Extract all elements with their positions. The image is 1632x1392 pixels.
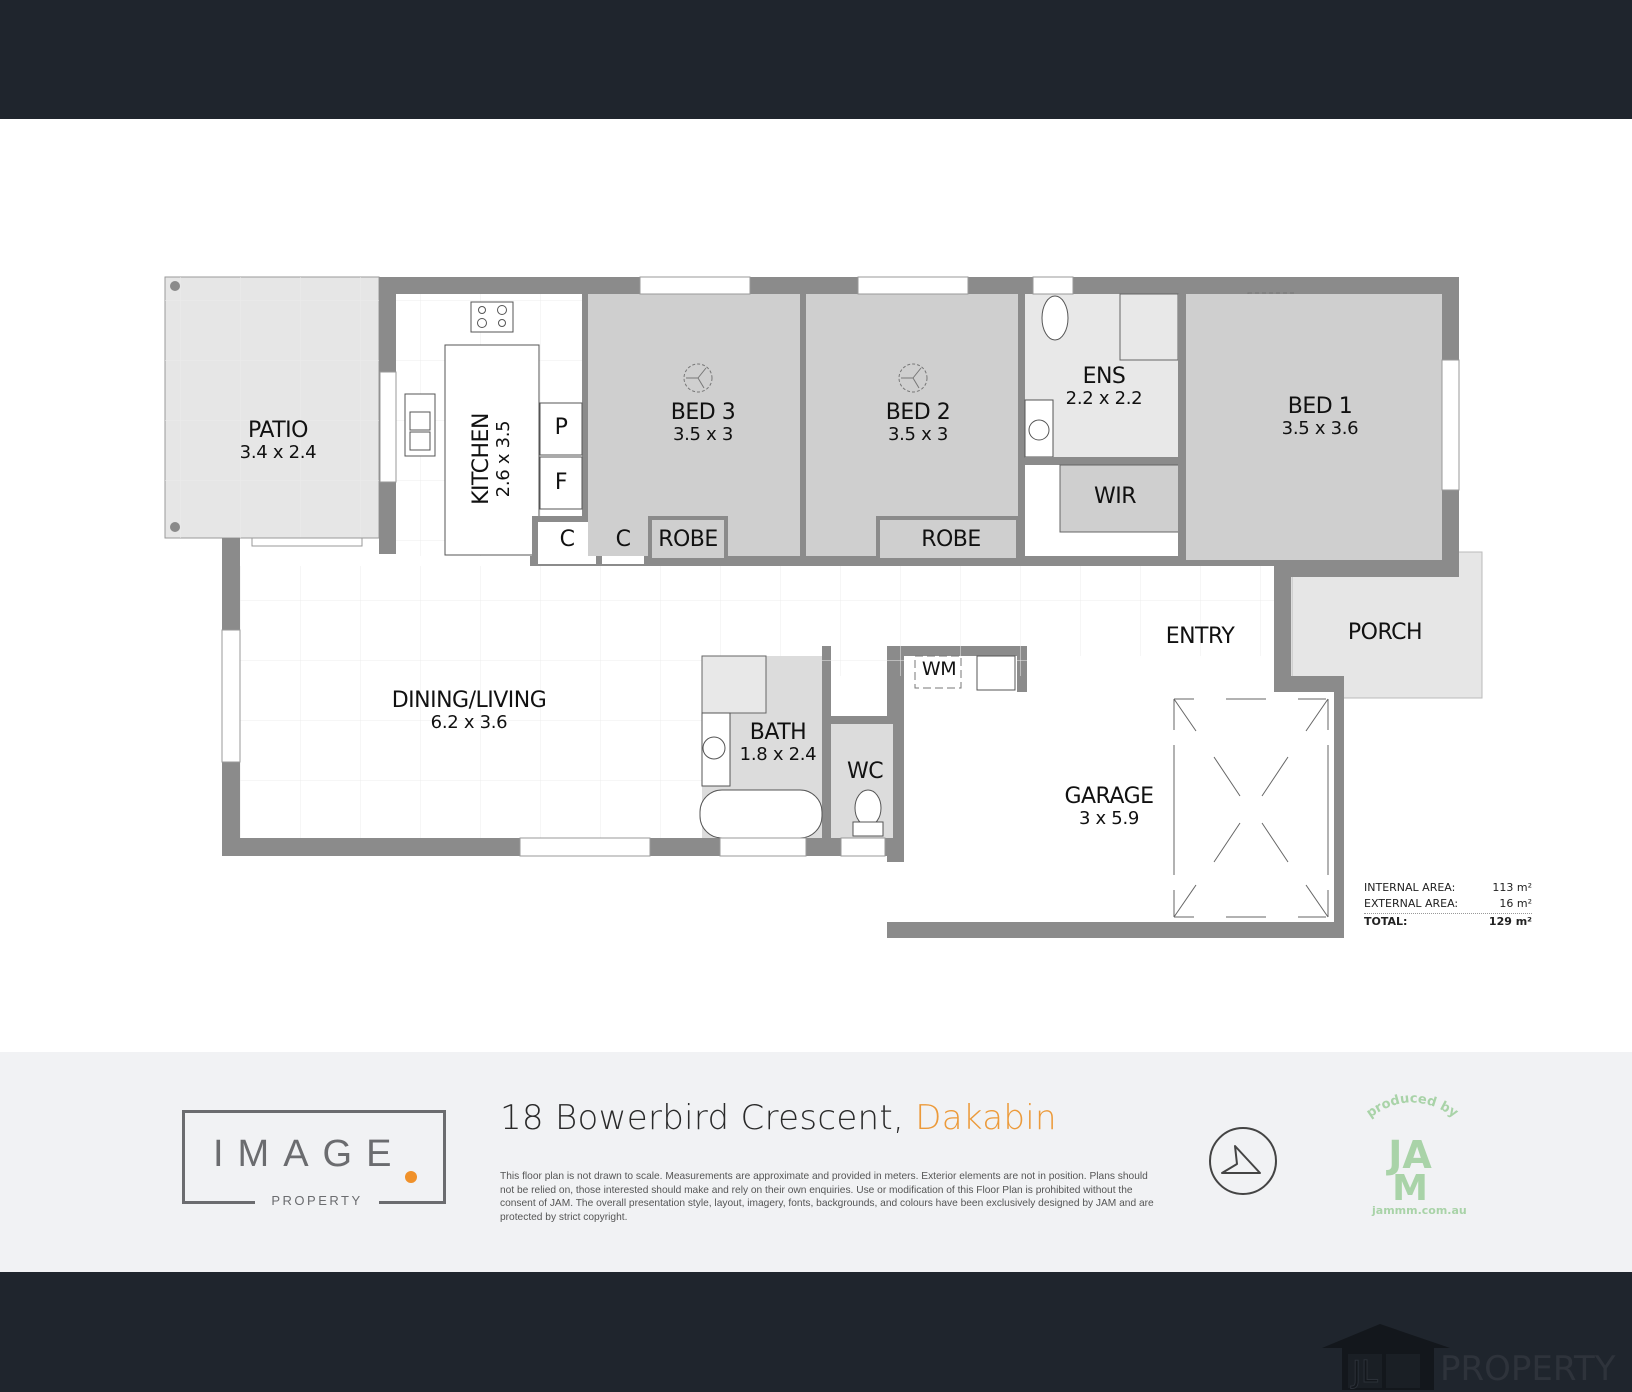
footer bbox=[0, 1052, 1632, 1272]
room-label-bed3: BED 3 3.5 x 3 bbox=[643, 400, 763, 446]
internal-area-row: INTERNAL AREA: 113 m² bbox=[1364, 880, 1532, 896]
external-area-row: EXTERNAL AREA: 16 m² bbox=[1364, 896, 1532, 912]
svg-text:M: M bbox=[1392, 1168, 1428, 1209]
room-label-dining-living: DINING/LIVING 6.2 x 3.6 bbox=[369, 688, 569, 734]
room-name: BATH bbox=[749, 720, 807, 745]
room-dims: 2.6 x 3.5 bbox=[493, 420, 515, 498]
pantry-label: P bbox=[554, 415, 568, 440]
disclaimer-text: This floor plan is not drawn to scale. M… bbox=[500, 1171, 1154, 1223]
external-area-value: 16 m² bbox=[1499, 897, 1532, 910]
svg-text:JL: JL bbox=[1350, 1355, 1378, 1390]
wc-room bbox=[831, 724, 893, 838]
jl-property-logo: JL PROPERTY bbox=[1322, 1324, 1616, 1390]
room-name: ENS bbox=[1082, 364, 1126, 389]
robe-label: ROBE bbox=[658, 527, 718, 552]
room-label-patio: PATIO 3.4 x 2.4 bbox=[218, 418, 338, 464]
svg-text:produced by: produced by bbox=[1364, 1091, 1460, 1121]
jam-url: jammm.com.au bbox=[1372, 1204, 1467, 1217]
jam-producer-logo: produced by JA M bbox=[1364, 1091, 1460, 1209]
wc-label: WC bbox=[846, 759, 884, 784]
room-label-bed1: BED 1 3.5 x 3.6 bbox=[1260, 394, 1380, 440]
ensuite-room: A/C bbox=[1024, 276, 1295, 458]
entry-label: ENTRY bbox=[1165, 624, 1235, 649]
cupboard-label: C bbox=[615, 527, 631, 552]
room-label-kitchen: KITCHEN 2.6 x 3.5 bbox=[469, 399, 515, 519]
room-dims: 3 x 5.9 bbox=[1078, 808, 1140, 830]
svg-text:PROPERTY: PROPERTY bbox=[1440, 1349, 1616, 1389]
room-name: PATIO bbox=[248, 418, 308, 443]
room-dims: 3.4 x 2.4 bbox=[239, 442, 317, 464]
header-bar bbox=[0, 0, 1632, 119]
room-name: BED 3 bbox=[670, 400, 736, 425]
garage-room bbox=[904, 655, 1334, 922]
wm-label: WM bbox=[921, 658, 957, 680]
internal-area-value: 113 m² bbox=[1492, 881, 1532, 894]
bath-room bbox=[699, 655, 823, 839]
room-label-ens: ENS 2.2 x 2.2 bbox=[1044, 364, 1164, 410]
room-name: BED 2 bbox=[885, 400, 951, 425]
room-dims: 2.2 x 2.2 bbox=[1065, 388, 1143, 410]
bed3-room bbox=[588, 276, 806, 562]
bed2-room bbox=[806, 276, 1025, 562]
room-label-garage: GARAGE 3 x 5.9 bbox=[1049, 784, 1169, 830]
room-name: DINING/LIVING bbox=[391, 688, 547, 713]
cupboard-label: C bbox=[559, 527, 575, 552]
property-address: 18 Bowerbird Crescent, Dakabin bbox=[500, 1098, 1057, 1138]
room-label-bed2: BED 2 3.5 x 3 bbox=[858, 400, 978, 446]
total-area-row: TOTAL: 129 m² bbox=[1364, 913, 1532, 930]
total-area-value: 129 m² bbox=[1488, 915, 1532, 928]
room-name: GARAGE bbox=[1064, 784, 1154, 809]
fridge-label: F bbox=[554, 470, 568, 495]
bed1-room bbox=[1186, 294, 1460, 560]
room-label-bath: BATH 1.8 x 2.4 bbox=[718, 720, 838, 766]
robe-label: ROBE bbox=[921, 527, 981, 552]
address-suburb: Dakabin bbox=[915, 1098, 1057, 1138]
agency-logo-subtext: PROPERTY bbox=[255, 1193, 379, 1208]
room-name: BED 1 bbox=[1287, 394, 1353, 419]
room-dims: 3.5 x 3.6 bbox=[1281, 418, 1359, 440]
patio-area bbox=[164, 276, 380, 539]
svg-text:JA: JA bbox=[1385, 1133, 1432, 1177]
wir-label: WIR bbox=[1093, 484, 1137, 509]
room-dims: 3.5 x 3 bbox=[672, 424, 734, 446]
room-dims: 1.8 x 2.4 bbox=[739, 744, 817, 766]
agency-logo-dot bbox=[405, 1171, 417, 1183]
porch-label: PORCH bbox=[1347, 620, 1423, 645]
address-street: 18 Bowerbird Crescent, bbox=[500, 1098, 905, 1138]
total-area-label: TOTAL: bbox=[1364, 915, 1408, 928]
room-name: KITCHEN bbox=[469, 413, 495, 505]
north-arrow-icon bbox=[1209, 1127, 1277, 1195]
internal-area-label: INTERNAL AREA: bbox=[1364, 881, 1456, 894]
area-summary: INTERNAL AREA: 113 m² EXTERNAL AREA: 16 … bbox=[1364, 880, 1532, 930]
floor-plan: A/C bbox=[164, 276, 1483, 938]
agency-logo-text: IMAGE bbox=[213, 1133, 406, 1175]
agency-logo: IMAGE PROPERTY bbox=[182, 1110, 446, 1208]
room-dims: 6.2 x 3.6 bbox=[430, 712, 508, 734]
external-area-label: EXTERNAL AREA: bbox=[1364, 897, 1459, 910]
room-dims: 3.5 x 3 bbox=[887, 424, 949, 446]
